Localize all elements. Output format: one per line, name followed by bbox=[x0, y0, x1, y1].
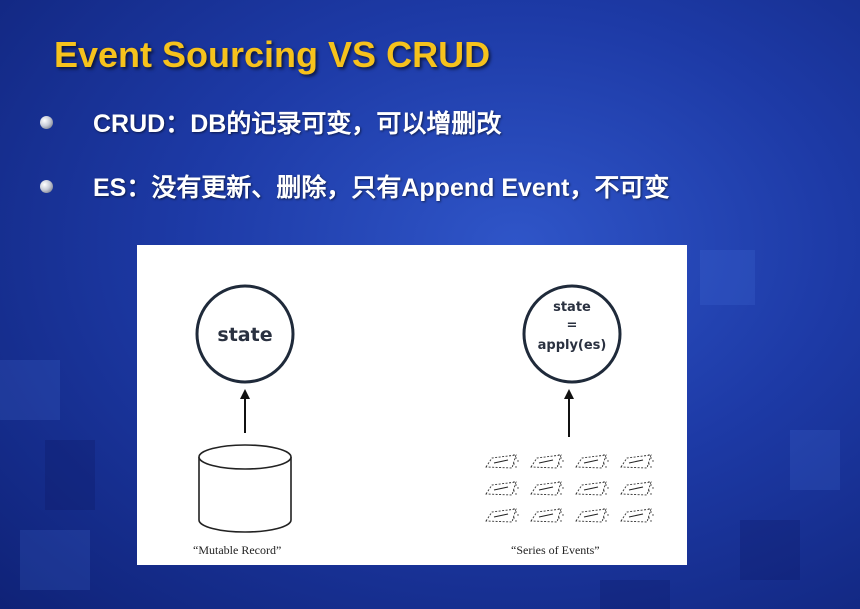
background-tile bbox=[45, 440, 95, 510]
slide-title: Event Sourcing VS CRUD bbox=[54, 34, 491, 75]
background-tile bbox=[740, 520, 800, 580]
comparison-figure: state state = apply(es) “Mutable Record”… bbox=[137, 245, 687, 565]
bullet-crud: CRUD：DB的记录可变，可以增删改 bbox=[40, 104, 501, 140]
right-state-line1: state bbox=[553, 300, 591, 315]
left-arrow bbox=[240, 389, 250, 433]
background-tile bbox=[600, 580, 670, 609]
bullet-es: ES：没有更新、删除，只有Append Event，不可变 bbox=[40, 168, 669, 204]
bullet-icon bbox=[40, 115, 53, 129]
event-sketch-icon bbox=[485, 454, 519, 469]
event-sketch-icon bbox=[530, 481, 564, 496]
background-tile bbox=[700, 250, 755, 305]
bullet-text: ES：没有更新、删除，只有Append Event，不可变 bbox=[93, 174, 670, 202]
event-sketch-icon bbox=[485, 508, 519, 523]
events-grid bbox=[485, 454, 654, 523]
right-state-line2: = bbox=[567, 318, 578, 333]
right-caption: “Series of Events” bbox=[511, 543, 600, 557]
right-arrow bbox=[564, 389, 574, 437]
event-sketch-icon bbox=[575, 508, 609, 523]
right-state-line3: apply(es) bbox=[538, 338, 607, 353]
left-state-label: state bbox=[217, 324, 272, 346]
background-tile bbox=[20, 530, 90, 590]
event-sketch-icon bbox=[620, 454, 654, 469]
figure-drawing: state state = apply(es) bbox=[195, 284, 654, 533]
event-sketch-icon bbox=[575, 481, 609, 496]
event-sketch-icon bbox=[575, 454, 609, 469]
database-cylinder-icon bbox=[198, 444, 292, 533]
event-sketch-icon bbox=[530, 454, 564, 469]
right-state-circle: state = apply(es) bbox=[522, 284, 622, 384]
bullet-text: CRUD：DB的记录可变，可以增删改 bbox=[93, 110, 502, 138]
event-sketch-icon bbox=[620, 481, 654, 496]
background-tile bbox=[790, 430, 840, 490]
background-tile bbox=[0, 360, 60, 420]
bullet-icon bbox=[40, 179, 53, 193]
event-sketch-icon bbox=[530, 508, 564, 523]
event-sketch-icon bbox=[485, 481, 519, 496]
left-caption: “Mutable Record” bbox=[193, 543, 282, 557]
event-sketch-icon bbox=[620, 508, 654, 523]
left-state-circle: state bbox=[195, 284, 295, 384]
